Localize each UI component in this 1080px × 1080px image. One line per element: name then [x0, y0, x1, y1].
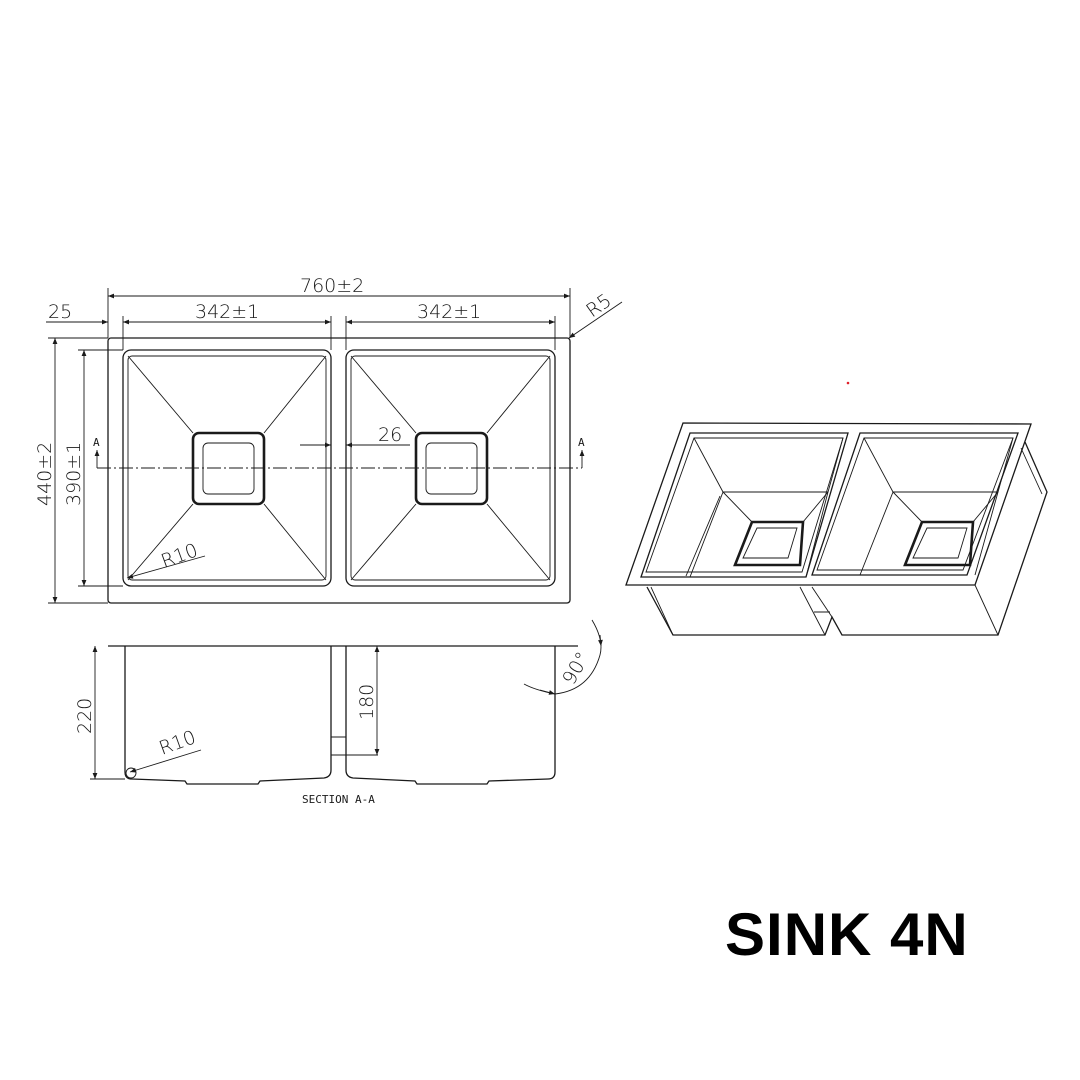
- sink-outline: [107, 337, 571, 604]
- section-view: 220 180 R10 90° SECTION A-A: [74, 619, 603, 806]
- drain-right: [414, 431, 489, 506]
- drain-left: [191, 431, 266, 506]
- marker-dot: [846, 381, 850, 385]
- section-mark-left: A: [93, 436, 100, 449]
- section-label: SECTION A-A: [302, 793, 375, 806]
- dim-angle: 90°: [558, 648, 594, 688]
- isometric-view: [625, 422, 1048, 636]
- dim-section-height: 220: [74, 698, 96, 734]
- section-left-bowl: [124, 646, 332, 785]
- iso-drain-right: [903, 520, 975, 567]
- dim-overall-width: 760±2: [300, 275, 364, 297]
- dim-divider-height: 180: [356, 684, 378, 720]
- dim-bowl-radius: R10: [158, 539, 201, 572]
- iso-drain-left: [733, 520, 805, 567]
- dim-divider-width: 26: [378, 424, 402, 446]
- section-mark-right: A: [578, 436, 585, 449]
- dim-edge-offset: 25: [48, 301, 72, 323]
- dim-section-radius: R10: [156, 726, 199, 759]
- top-view: A A 760±2 342±1 342±1 25 R5 440±2 390±1 …: [34, 275, 623, 604]
- dim-bowl-width-right: 342±1: [417, 301, 481, 323]
- dim-bowl-depth: 390±1: [63, 442, 85, 506]
- dim-overall-depth: 440±2: [34, 442, 56, 506]
- product-title: SINK 4N: [725, 901, 969, 968]
- dim-bowl-width-left: 342±1: [195, 301, 259, 323]
- section-right-bowl: [345, 646, 556, 785]
- dim-outer-radius: R5: [582, 290, 615, 323]
